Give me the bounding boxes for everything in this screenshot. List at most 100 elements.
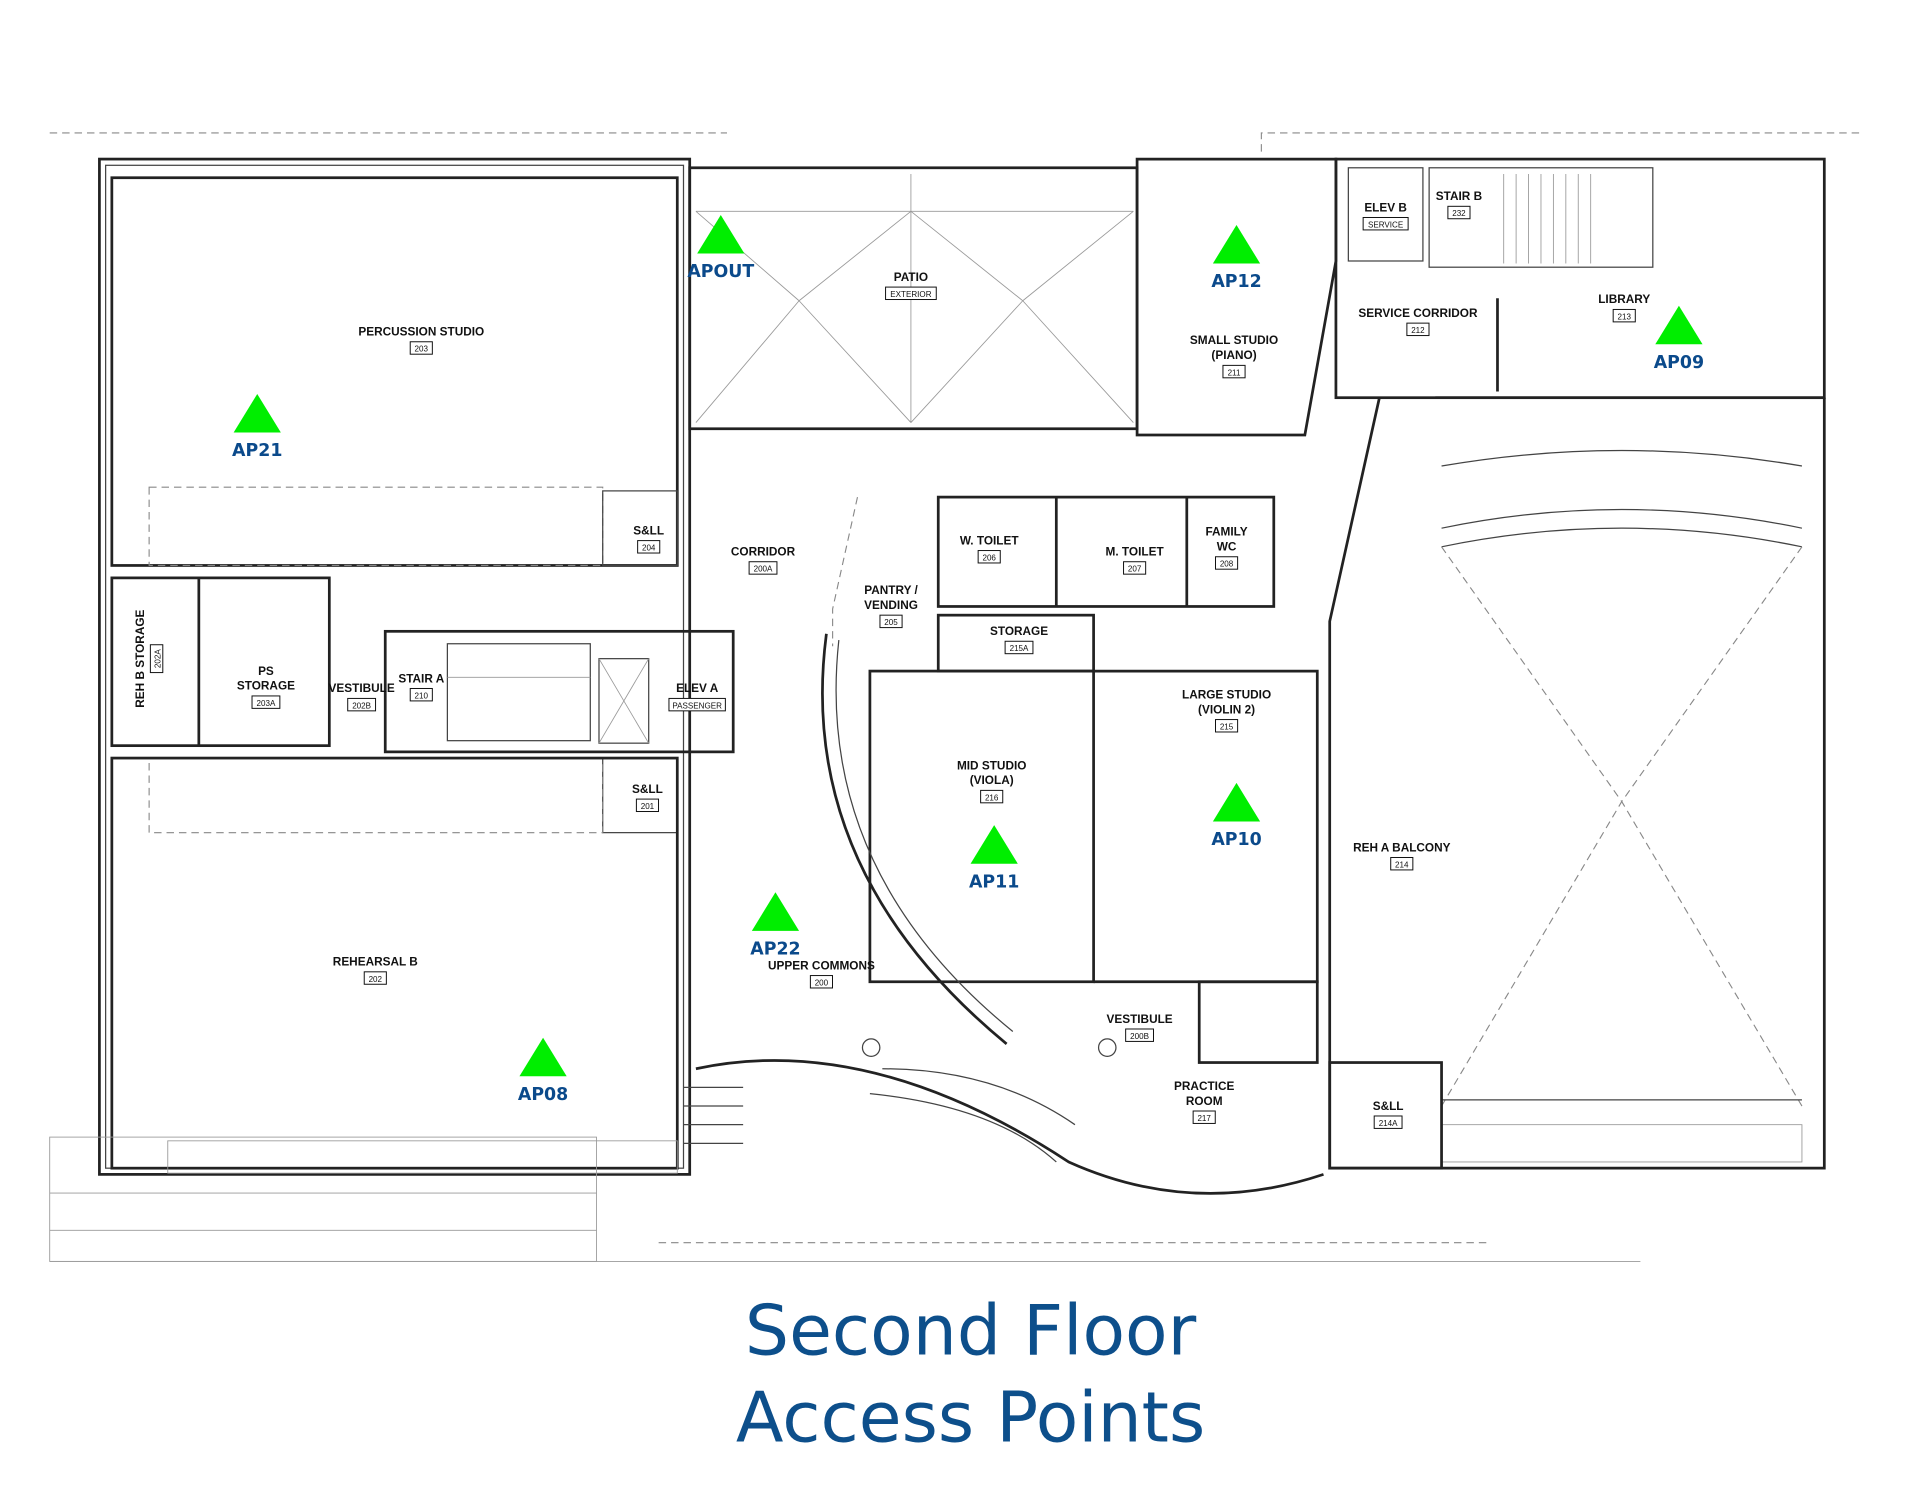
room-number: 200A	[754, 565, 773, 574]
room-number: 210	[415, 691, 429, 700]
room-number: 207	[1128, 565, 1142, 574]
access-point-label: AP10	[1211, 830, 1261, 850]
access-point-triangle-icon	[751, 892, 800, 931]
access-point-label: AP21	[232, 441, 282, 461]
access-point-label: AP12	[1211, 272, 1261, 292]
room-name: (VIOLIN 2)	[1198, 702, 1255, 716]
room-number-box	[977, 550, 1001, 564]
room-name: VESTIBULE	[1106, 1012, 1172, 1026]
room-name: STAIR B	[1436, 189, 1482, 203]
room-number-box	[668, 697, 726, 712]
room-name: STORAGE	[990, 624, 1048, 638]
room-label: PATIO EXTERIOR	[885, 270, 937, 301]
room-number: EXTERIOR	[890, 290, 931, 299]
access-point-triangle-icon	[519, 1037, 567, 1077]
room-number: PASSENGER	[672, 701, 722, 710]
room-label: M. TOILET 207	[1106, 545, 1165, 575]
room-label: MID STUDIO(VIOLA)216	[957, 758, 1026, 804]
room-number-box	[1004, 640, 1034, 655]
room-number-box	[1215, 719, 1239, 733]
room-number-box	[1447, 205, 1471, 220]
room-name: PATIO	[894, 270, 928, 284]
room-label: SMALL STUDIO(PIANO)211	[1190, 333, 1278, 379]
room-number-box	[1123, 561, 1147, 575]
room-number-box	[879, 614, 903, 629]
room-name: REHEARSAL B	[333, 955, 418, 969]
room-number-box	[980, 789, 1004, 804]
room-number-box	[409, 341, 433, 355]
room-number-box	[1222, 364, 1246, 379]
room-number-box	[885, 286, 937, 301]
room-number-box	[363, 971, 387, 985]
room-name: LIBRARY	[1598, 292, 1650, 306]
room-name: STORAGE	[237, 679, 295, 693]
building-walls	[49, 132, 1861, 1262]
room-name: ELEV B	[1364, 200, 1407, 214]
room-number-box	[409, 687, 433, 702]
room-number-box	[149, 644, 164, 674]
room-label: REH A BALCONY 214	[1353, 840, 1451, 871]
room-number-box	[809, 975, 833, 989]
room-name: VESTIBULE	[329, 681, 395, 695]
access-point-ap10: AP10	[1211, 782, 1262, 850]
room-number: 201	[641, 802, 655, 811]
room-name: S&LL	[1373, 1099, 1404, 1113]
room-name: (PIANO)	[1211, 348, 1256, 362]
room-number: 215	[1220, 722, 1234, 731]
access-point-ap22: AP22	[750, 892, 801, 959]
room-number: SERVICE	[1368, 220, 1404, 229]
room-number: 211	[1228, 368, 1241, 377]
room-name: S&LL	[633, 523, 664, 537]
room-name: W. TOILET	[960, 533, 1020, 547]
room-name: REH A BALCONY	[1353, 840, 1451, 854]
room-number-box	[1125, 1028, 1154, 1042]
title-line-1: Second Floor	[745, 1291, 1197, 1372]
room-number-box	[1215, 556, 1239, 570]
room-name: LARGE STUDIO	[1182, 687, 1271, 701]
access-point-label: AP22	[750, 939, 800, 959]
room-name: CORRIDOR	[731, 545, 796, 559]
room-number-box	[1406, 322, 1430, 337]
room-label: ELEV A PASSENGER	[668, 681, 726, 712]
room-label: ELEV B SERVICE	[1362, 200, 1409, 231]
room-name: PRACTICE	[1174, 1079, 1234, 1093]
room-number: 217	[1197, 1114, 1211, 1123]
room-name: ELEV A	[676, 681, 719, 695]
access-point-triangle-icon	[233, 393, 281, 433]
room-number: 202A	[153, 649, 162, 668]
room-number: 203A	[257, 699, 276, 708]
room-name: M. TOILET	[1106, 545, 1165, 559]
room-number-box	[1390, 856, 1414, 871]
room-name: WC	[1217, 540, 1237, 554]
room-number: 214	[1395, 860, 1409, 869]
access-point-ap08: AP08	[518, 1037, 568, 1105]
room-name: PANTRY /	[864, 583, 918, 597]
room-number-box	[1362, 216, 1409, 231]
access-point-triangle-icon	[697, 215, 745, 254]
access-point-apout: APOUT	[687, 215, 754, 282]
room-number: 203	[415, 345, 429, 354]
room-number-box	[251, 695, 281, 709]
room-name: S&LL	[632, 782, 663, 796]
room-number: 208	[1220, 560, 1234, 569]
access-point-ap11: AP11	[969, 825, 1019, 892]
access-point-triangle-icon	[1212, 782, 1261, 822]
room-number: 216	[985, 793, 999, 802]
access-point-triangle-icon	[970, 825, 1018, 864]
room-number-box	[1612, 308, 1636, 323]
room-label: CORRIDOR 200A	[731, 545, 796, 575]
access-point-ap12: AP12	[1211, 224, 1262, 292]
room-number-box	[1192, 1110, 1216, 1124]
